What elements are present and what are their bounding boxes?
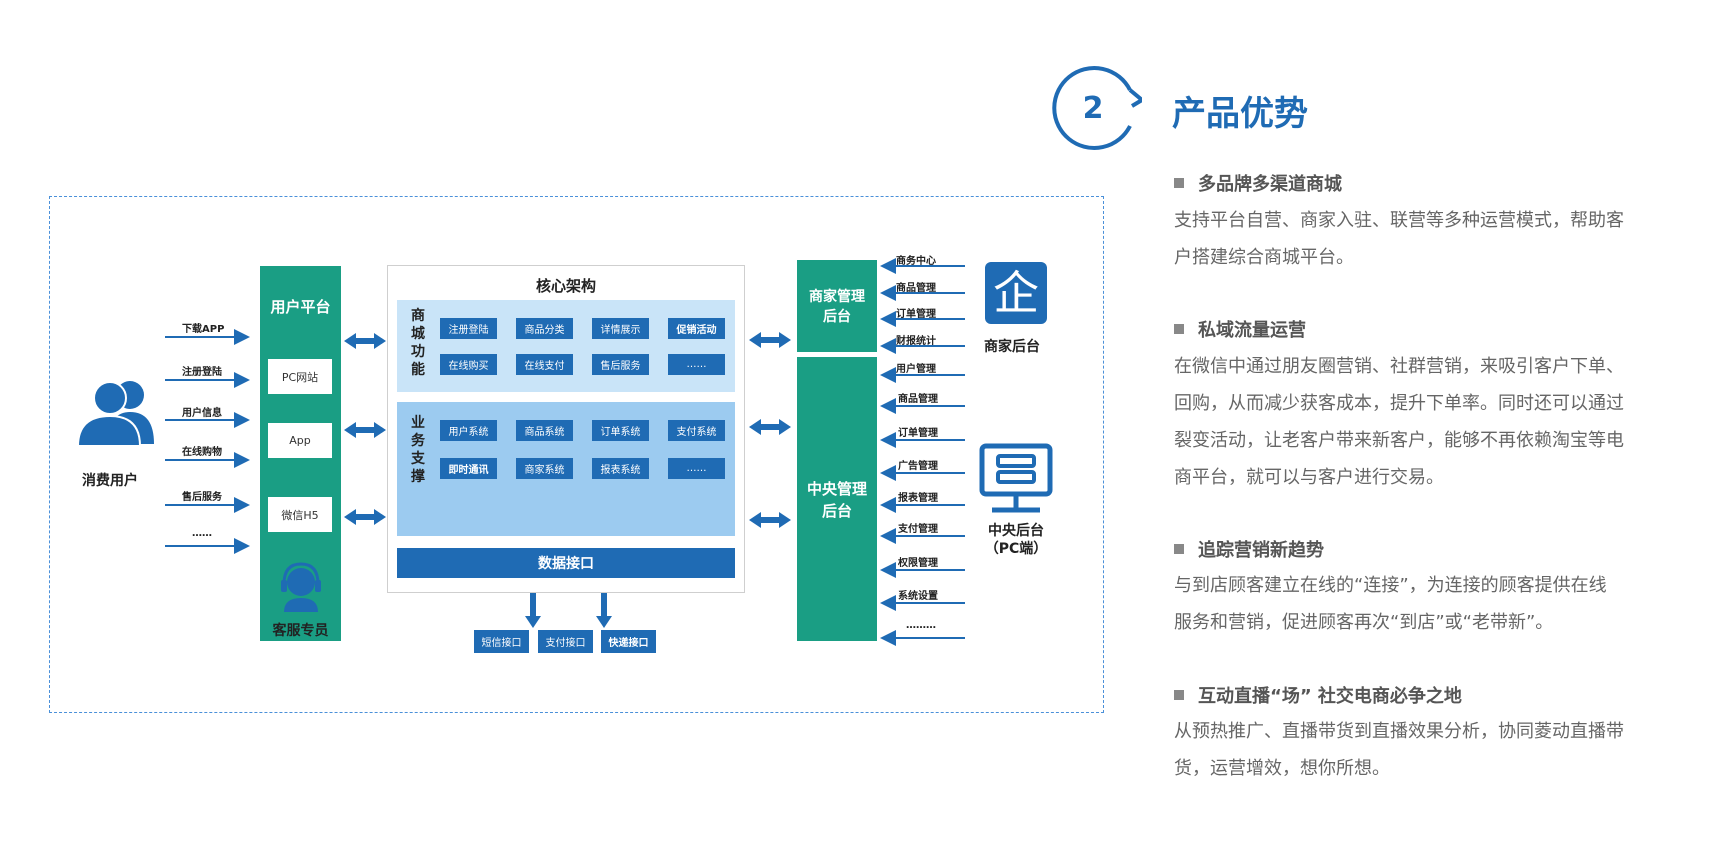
advantage-text-1: 支持平台自营、商家入驻、联营等多种运营模式，帮助客户搭建综合商城平台。 [1174,210,1624,268]
user-input-label: 在线购物 [182,447,222,458]
user-input-label: 注册登陆 [182,367,222,378]
section-number: 2 [1082,90,1104,126]
section-badge: 2 [1050,62,1146,154]
central-input-label: 系统设置 [898,591,938,602]
bullet-square-icon [1174,324,1184,334]
merchant-admin-title: 商家管理后台 [809,289,865,325]
mall-functions-panel [397,300,735,392]
user-platform-title: 用户平台 [270,298,331,316]
merchant-backend-label: 商家后台 [984,339,1040,355]
business-item: 订单系统 [592,420,649,441]
mall-item: …… [668,354,725,375]
advantage-title-2: 私域流量运营 [1174,316,1306,342]
advantage-title-4: 互动直播“场” 社交电商必争之地 [1174,682,1462,708]
central-input-label: 报表管理 [898,493,938,504]
central-input-label: 订单管理 [898,428,938,439]
business-item: 商家系统 [516,458,573,479]
business-item: 商品系统 [516,420,573,441]
platform-item-h5: 微信H5 [268,497,332,532]
central-backend-label: 中央后台（PC端） [984,523,1048,557]
data-interface-bar: 数据接口 [397,548,735,578]
monitor-icon [978,442,1054,516]
mall-item: 详情展示 [592,318,649,339]
platform-item-pc: PC网站 [268,359,332,394]
core-architecture-title: 核心架构 [535,277,596,295]
mall-item: 注册登陆 [440,318,497,339]
central-admin-column [797,357,877,641]
merchant-input-label: 订单管理 [896,309,936,320]
section-title: 产品优势 [1172,94,1308,134]
user-input-label: 下载APP [182,324,225,335]
business-item: 报表系统 [592,458,649,479]
business-item: …… [668,458,725,479]
central-input-label: 用户管理 [896,364,936,375]
merchant-input-label: 商品管理 [896,283,936,294]
mall-item: 售后服务 [592,354,649,375]
advantage-text-2: 在微信中通过朋友圈营销、社群营销，来吸引客户下单、回购，从而减少获客成本，提升下… [1174,356,1624,488]
central-input-label: 广告管理 [898,461,938,472]
central-input-label: 商品管理 [898,394,938,405]
bullet-square-icon [1174,544,1184,554]
consumer-users-label: 消费用户 [82,473,138,489]
mall-item: 促销活动 [668,318,725,339]
merchant-input-label: 财报统计 [896,336,936,347]
central-admin-title: 中央管理后台 [806,480,867,520]
business-support-label: 业务 支撑 [411,415,425,485]
user-input-label: 用户信息 [182,408,222,419]
sms-interface: 短信接口 [474,630,529,653]
user-input-label: …… [192,528,212,539]
customer-service-icon [276,560,326,612]
advantage-text-4: 从预热推广、直播带货到直播效果分析，协同菱动直播带货，运营增效，想你所想。 [1174,721,1624,779]
architecture-diagram-frame [49,196,1104,713]
business-item: 支付系统 [668,420,725,441]
business-item: 用户系统 [440,420,497,441]
mall-item: 在线支付 [516,354,573,375]
advantage-title-1: 多品牌多渠道商城 [1174,170,1342,196]
mall-functions-label: 商城 功能 [411,308,425,378]
central-input-label: 支付管理 [898,524,938,535]
bullet-square-icon [1174,178,1184,188]
user-input-label: 售后服务 [182,492,222,503]
central-input-label: ……… [906,620,936,631]
platform-item-app: App [268,423,332,458]
merchant-input-label: 商务中心 [896,256,936,267]
mall-item: 商品分类 [516,318,573,339]
central-input-label: 权限管理 [898,558,938,569]
mall-item: 在线购买 [440,354,497,375]
advantage-text-3: 与到店顾客建立在线的“连接”，为连接的顾客提供在线服务和营销，促进顾客再次“到店… [1174,575,1607,633]
enterprise-icon: 企 [985,262,1047,324]
advantage-title-3: 追踪营销新趋势 [1174,536,1324,562]
express-interface: 快递接口 [601,630,656,653]
payment-interface: 支付接口 [538,630,593,653]
bullet-square-icon [1174,690,1184,700]
business-item: 即时通讯 [440,458,497,479]
consumer-users-icon [72,378,160,448]
merchant-admin-column [797,260,877,352]
customer-service-label: 客服专员 [272,623,329,639]
